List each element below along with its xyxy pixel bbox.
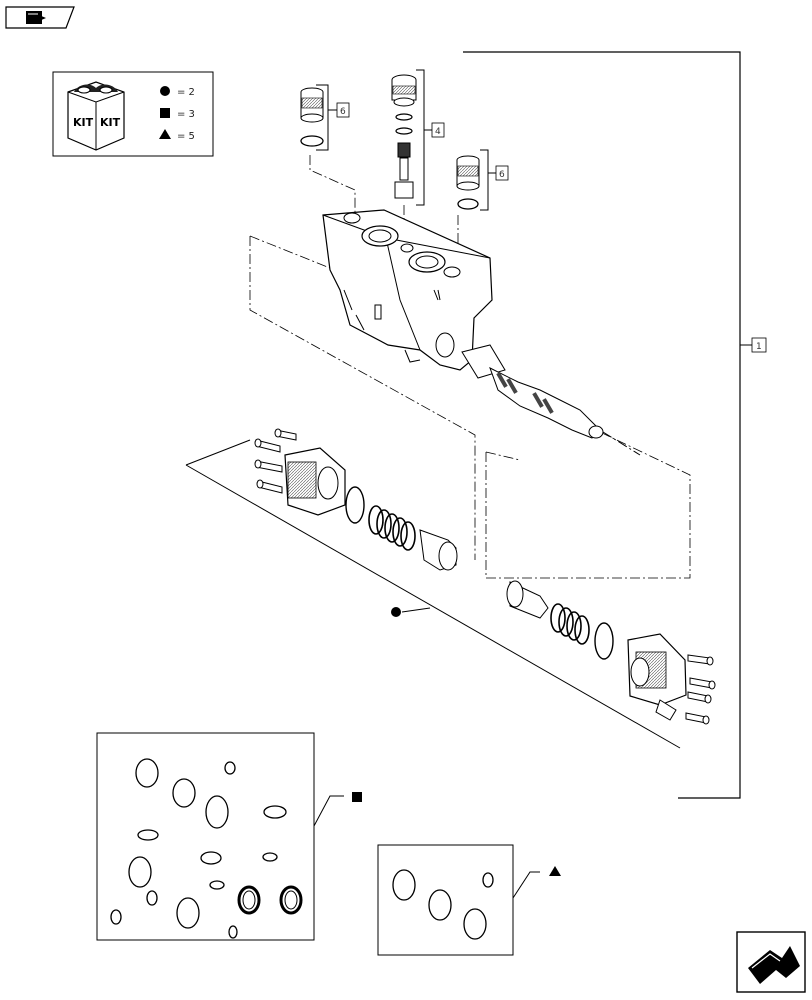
spool bbox=[461, 344, 641, 456]
left-end-cap bbox=[254, 428, 458, 571]
kit-marker-triangle[interactable] bbox=[512, 866, 561, 899]
valve-section-body bbox=[322, 209, 493, 371]
assembly-bracket: 1 bbox=[463, 51, 767, 799]
legend-circle-symbol bbox=[160, 86, 170, 96]
cap-screws-left bbox=[254, 428, 297, 494]
callout-1-label: 1 bbox=[756, 342, 762, 352]
next-page-button[interactable] bbox=[736, 931, 806, 993]
kit-label-left: KIT bbox=[73, 116, 94, 129]
callout-6-right-label: 6 bbox=[499, 170, 505, 180]
kit-marker-circle[interactable] bbox=[391, 607, 431, 617]
spring-right bbox=[550, 603, 590, 645]
seal-kit-square bbox=[96, 732, 315, 941]
right-end-cap bbox=[506, 580, 716, 725]
relief-valve-left: 6 bbox=[300, 84, 350, 151]
relief-valve-right: 6 bbox=[456, 149, 509, 211]
kit-marker-square[interactable] bbox=[313, 792, 362, 827]
callout-6-right[interactable] bbox=[495, 165, 509, 181]
kit-box-icon: KIT KIT bbox=[67, 81, 125, 151]
legend-circle-count: = 2 bbox=[177, 87, 195, 98]
next-page-arrow-icon bbox=[748, 946, 800, 984]
seal-kit-triangle bbox=[377, 844, 514, 956]
legend-triangle-count: = 5 bbox=[177, 131, 195, 142]
legend-square-count: = 3 bbox=[177, 109, 195, 120]
cap-screws-right bbox=[685, 654, 716, 725]
callout-4-label: 4 bbox=[435, 127, 441, 137]
square-marker-icon bbox=[352, 792, 362, 802]
callout-6-left[interactable] bbox=[336, 102, 350, 118]
kit-label-right: KIT bbox=[100, 116, 121, 129]
back-nav-button[interactable] bbox=[5, 6, 75, 29]
callout-4[interactable] bbox=[431, 122, 445, 138]
triangle-marker-icon bbox=[549, 866, 561, 876]
callout-6-left-label: 6 bbox=[340, 107, 346, 117]
callout-1[interactable] bbox=[751, 337, 767, 353]
valve-cartridge: 4 bbox=[391, 69, 445, 206]
legend-triangle-symbol bbox=[159, 129, 171, 139]
circle-marker-icon bbox=[391, 607, 401, 617]
legend-square-symbol bbox=[160, 108, 170, 118]
axis-line bbox=[185, 464, 681, 749]
spring-left bbox=[368, 505, 416, 551]
guide-lines bbox=[249, 155, 691, 579]
kit-legend: KIT KIT = 2 = 3 = 5 bbox=[52, 71, 214, 157]
book-arrow-icon bbox=[26, 11, 46, 24]
